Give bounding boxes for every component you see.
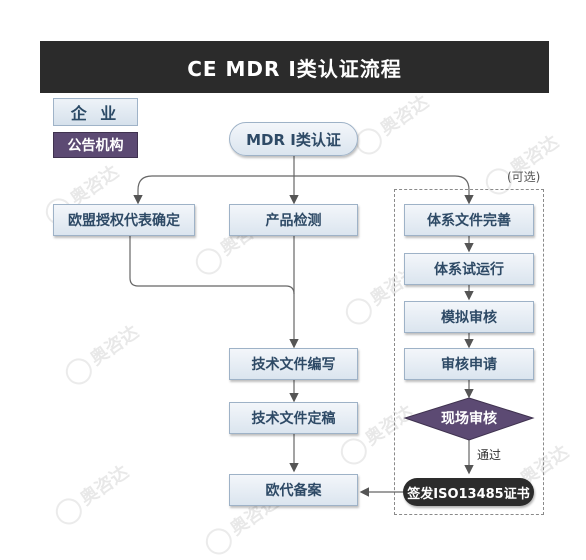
tech-doc-finalize-box: 技术文件定稿 — [229, 402, 358, 434]
representative-box: 欧盟授权代表确定 — [53, 204, 195, 236]
mock-audit-box: 模拟审核 — [404, 301, 534, 333]
certificate-node: 签发ISO13485证书 — [403, 478, 534, 506]
system-docs-box: 体系文件完善 — [404, 204, 534, 236]
connector-representative-merge — [129, 236, 295, 295]
optional-label: (可选) — [507, 170, 541, 184]
audit-application-box: 审核申请 — [404, 348, 534, 380]
eu-registration-box: 欧代备案 — [229, 474, 358, 506]
onsite-audit-label: 现场审核 — [441, 411, 497, 427]
tech-doc-writing-box: 技术文件编写 — [229, 348, 358, 380]
connector-branch — [137, 175, 470, 191]
page-title: CE MDR Ⅰ类认证流程 — [40, 41, 549, 93]
product-testing-box: 产品检测 — [229, 204, 358, 236]
passed-label: 通过 — [477, 448, 502, 462]
onsite-audit-diamond — [403, 397, 535, 441]
flow-connectors — [129, 156, 535, 497]
start-node: MDR Ⅰ类认证 — [229, 122, 358, 156]
legend-notified-body: 公告机构 — [53, 132, 138, 158]
system-trial-box: 体系试运行 — [404, 253, 534, 285]
legend-company: 企 业 — [53, 98, 138, 126]
